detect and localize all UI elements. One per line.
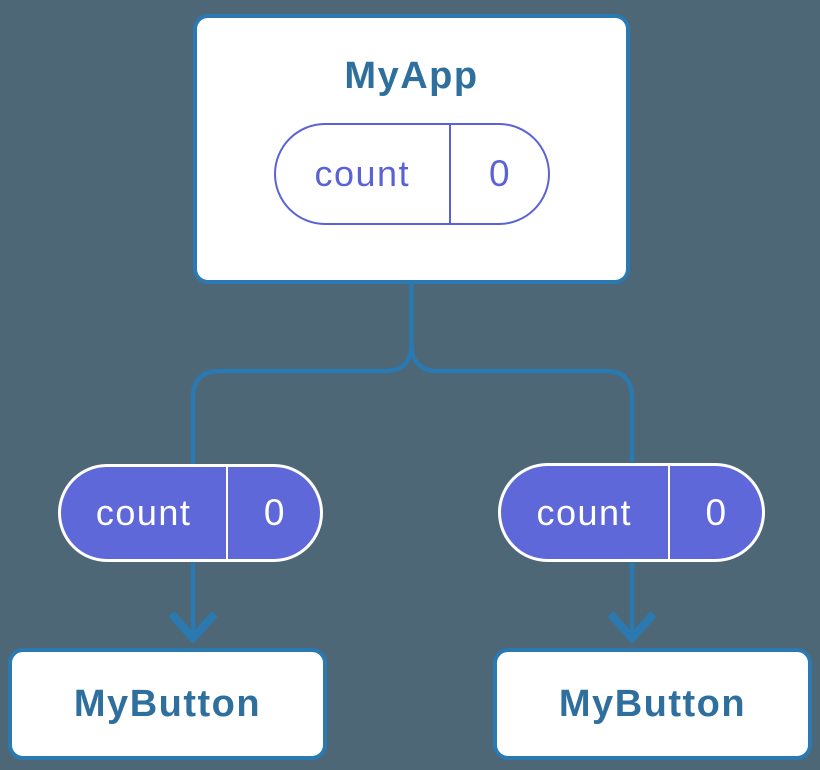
node-myapp: MyApp count 0: [193, 14, 630, 284]
arrow-down-left-icon: [168, 611, 218, 644]
prop-pill-name: count: [61, 467, 229, 559]
node-myapp-title: MyApp: [344, 55, 479, 97]
prop-pill-value: 0: [263, 492, 285, 533]
prop-pill-left: count 0: [58, 464, 323, 562]
prop-pill-name: count: [501, 466, 670, 559]
state-pill-name: count: [276, 124, 452, 223]
connector-branch-left: [190, 343, 414, 464]
node-mybutton-title: MyButton: [558, 682, 747, 725]
connector-branch-right: [409, 343, 635, 464]
node-mybutton-right: MyButton: [493, 648, 812, 760]
state-pill-value: 0: [489, 152, 510, 194]
state-pill-myapp: count 0: [273, 122, 550, 225]
node-mybutton-title: MyButton: [73, 682, 262, 725]
node-mybutton-left: MyButton: [8, 648, 327, 760]
prop-pill-value: 0: [705, 491, 727, 533]
prop-pill-right: count 0: [498, 463, 765, 562]
arrow-down-right-icon: [607, 611, 657, 644]
